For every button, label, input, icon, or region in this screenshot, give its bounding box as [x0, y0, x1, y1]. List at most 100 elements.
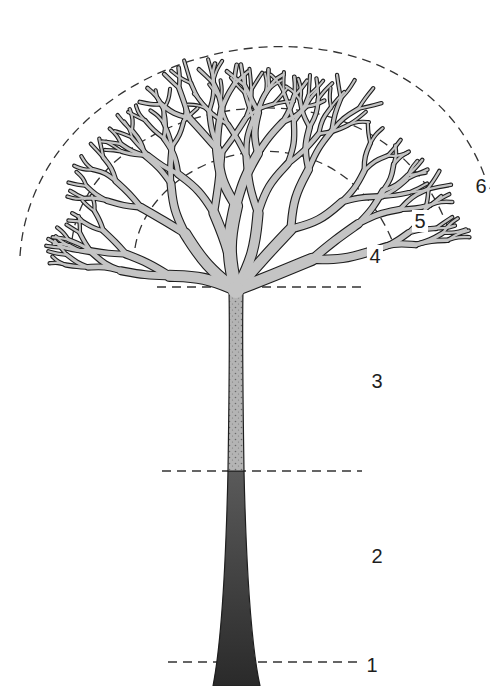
branch	[52, 257, 65, 265]
branch	[221, 80, 222, 99]
branch-outline	[258, 122, 283, 153]
branch-outline	[364, 156, 388, 171]
branch	[76, 172, 86, 186]
branch	[255, 113, 258, 154]
branch	[309, 75, 310, 96]
branch	[222, 84, 235, 109]
branch	[68, 183, 86, 186]
branch	[425, 196, 441, 209]
branch	[103, 231, 126, 254]
branch-outline	[230, 206, 236, 290]
branch	[94, 211, 103, 231]
zone-line	[162, 470, 362, 471]
branch-outline	[217, 149, 236, 206]
branch	[178, 174, 214, 213]
branch	[265, 73, 267, 93]
branch	[116, 181, 141, 207]
branch	[145, 120, 164, 138]
branch	[209, 84, 221, 99]
branch-outline	[178, 174, 214, 213]
callout-number: 1	[364, 654, 379, 676]
branch	[330, 88, 331, 107]
branch	[230, 206, 236, 290]
branch-outline	[221, 80, 222, 99]
branch-outline	[310, 99, 319, 127]
branch	[316, 78, 318, 99]
branch	[140, 102, 162, 104]
branch	[309, 131, 332, 170]
branch	[70, 191, 84, 199]
branch	[217, 149, 236, 206]
branch	[447, 231, 468, 241]
branch	[194, 94, 206, 108]
branch	[132, 138, 148, 156]
branch	[282, 72, 284, 93]
branch	[68, 240, 90, 251]
branch	[177, 68, 181, 89]
branch-outline	[291, 202, 342, 229]
branch	[394, 152, 409, 165]
branch	[247, 157, 258, 213]
callout-number: 6	[473, 175, 488, 197]
branch	[271, 75, 284, 93]
branch	[148, 88, 162, 104]
branch-outline	[258, 164, 288, 213]
branch	[86, 186, 107, 201]
branch	[221, 99, 228, 124]
branch	[199, 69, 213, 83]
branch	[217, 109, 222, 149]
branch-outline	[148, 88, 162, 104]
branch	[337, 75, 341, 99]
branch	[388, 140, 401, 156]
branch	[368, 123, 371, 143]
branch	[82, 200, 94, 211]
branch	[244, 74, 246, 93]
branch	[164, 138, 178, 174]
branch-outline	[81, 156, 92, 169]
branch	[298, 79, 301, 100]
trunk-base	[213, 471, 260, 686]
branch-outline	[255, 113, 258, 154]
branch	[236, 259, 312, 290]
branch	[172, 121, 184, 146]
branch	[231, 78, 245, 93]
branch	[150, 111, 163, 123]
zone-boundaries	[20, 47, 490, 662]
branch	[341, 80, 355, 98]
branch	[291, 202, 342, 229]
branch	[332, 109, 358, 131]
branch	[72, 213, 83, 222]
branch	[358, 103, 381, 109]
branch	[246, 119, 253, 157]
branch	[447, 237, 469, 240]
branch	[408, 170, 428, 176]
callout-number: 3	[369, 370, 384, 392]
trunk-upper	[228, 290, 244, 471]
branch	[382, 193, 409, 197]
branch	[312, 251, 372, 260]
branch	[266, 80, 282, 93]
branch-outline	[265, 73, 267, 93]
branch	[184, 60, 191, 83]
branch-outline	[368, 123, 371, 143]
branch	[103, 158, 116, 182]
branch	[253, 93, 265, 119]
branch	[163, 109, 165, 138]
branch-outline	[249, 69, 251, 90]
branch	[364, 156, 388, 171]
branch	[171, 184, 185, 234]
branch	[300, 100, 309, 127]
branch	[427, 185, 451, 190]
branch	[67, 255, 88, 268]
branch	[126, 254, 169, 276]
branch-outline	[370, 128, 382, 143]
branch	[348, 122, 369, 125]
branch	[249, 69, 251, 90]
trunk	[213, 290, 260, 686]
branch	[443, 218, 457, 232]
crown	[46, 59, 469, 298]
branch-outline	[337, 75, 341, 99]
branch	[318, 83, 332, 99]
branch	[286, 87, 300, 101]
